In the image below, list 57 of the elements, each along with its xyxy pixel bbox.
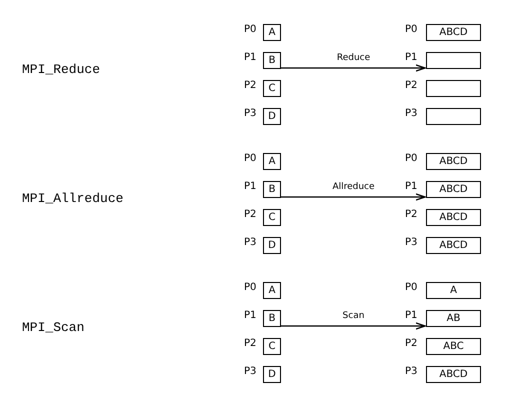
process-label: P1 (405, 310, 418, 322)
data-cell: AB (426, 310, 481, 327)
data-cell: ABCD (426, 209, 481, 226)
data-cell: ABCD (426, 153, 481, 170)
process-label: P3 (244, 366, 256, 378)
data-cell: C (263, 338, 281, 355)
data-cell: B (263, 310, 281, 327)
process-label: P2 (405, 209, 418, 221)
data-cell: D (263, 108, 281, 125)
data-cell: D (263, 237, 281, 254)
process-label: P0 (244, 153, 256, 165)
process-label: P0 (244, 282, 256, 294)
process-label: P3 (405, 366, 418, 378)
arrow (281, 193, 426, 201)
process-label: P3 (405, 237, 418, 249)
empty-cell (426, 108, 481, 125)
edge-label: Scan (342, 311, 364, 322)
data-cell: C (263, 209, 281, 226)
process-label: P2 (405, 80, 418, 92)
process-label: P2 (244, 338, 256, 350)
data-cell: ABC (426, 338, 481, 355)
process-label: P2 (244, 209, 256, 221)
operation-name: MPI_Scan (22, 320, 84, 336)
arrow (281, 64, 426, 72)
data-cell: D (263, 366, 281, 383)
process-label: P3 (244, 108, 256, 120)
process-label: P0 (244, 24, 256, 36)
process-label: P1 (405, 181, 418, 193)
data-cell: ABCD (426, 181, 481, 198)
data-cell: B (263, 181, 281, 198)
data-cell: A (263, 282, 281, 299)
process-label: P0 (405, 24, 418, 36)
process-label: P1 (244, 181, 256, 193)
operation-name: MPI_Reduce (22, 62, 100, 78)
data-cell: A (426, 282, 481, 299)
data-cell: A (263, 24, 281, 41)
data-cell: ABCD (426, 237, 481, 254)
arrow (281, 322, 426, 330)
process-label: P0 (405, 282, 418, 294)
process-label: P3 (244, 237, 256, 249)
process-label: P1 (405, 52, 418, 64)
process-label: P1 (244, 310, 256, 322)
edge-label: Reduce (336, 53, 370, 64)
empty-cell (426, 80, 481, 97)
data-cell: ABCD (426, 24, 481, 41)
operation-name: MPI_Allreduce (22, 191, 124, 207)
data-cell: ABCD (426, 366, 481, 383)
process-label: P2 (405, 338, 418, 350)
edge-label: Allreduce (332, 182, 375, 193)
process-label: P3 (405, 108, 418, 120)
data-cell: A (263, 153, 281, 170)
process-label: P1 (244, 52, 256, 64)
data-cell: B (263, 52, 281, 69)
process-label: P2 (244, 80, 256, 92)
process-label: P0 (405, 153, 418, 165)
data-cell: C (263, 80, 281, 97)
empty-cell (426, 52, 481, 69)
